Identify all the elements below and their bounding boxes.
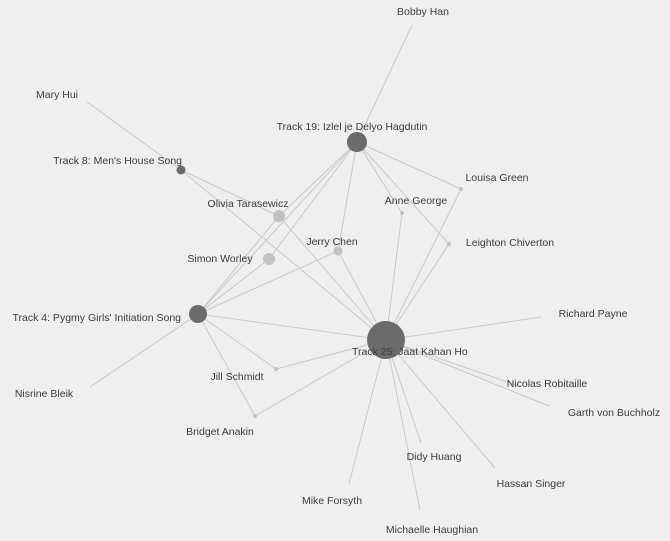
node-label-leighton: Leighton Chiverton: [466, 237, 554, 249]
edge-track19-simon: [268, 141, 358, 260]
edge-track25-bridget: [254, 339, 387, 417]
node-leighton[interactable]: [447, 242, 451, 246]
edge-track4-jill: [197, 313, 277, 370]
edge-track25-garth: [385, 339, 550, 407]
node-label-nisrine: Nisrine Bleik: [15, 388, 74, 400]
node-label-mary: Mary Hui: [36, 89, 78, 101]
edge-track19-anne: [356, 141, 403, 214]
edge-track4-bridget: [197, 313, 256, 417]
edge-track19-bobby: [356, 24, 413, 143]
node-label-jill: Jill Schmidt: [210, 371, 263, 383]
node-label-track25: Track 25: Jaat Kahan Ho: [352, 346, 468, 358]
node-label-track4: Track 4: Pygmy Girls' Initiation Song: [12, 312, 181, 324]
edge-track25-richard: [385, 316, 542, 341]
node-label-anne: Anne George: [385, 195, 448, 207]
node-layer: [176, 132, 463, 418]
edge-track19-jerry: [337, 141, 358, 252]
node-label-richard: Richard Payne: [559, 308, 628, 320]
edge-track25-olivia: [278, 215, 387, 341]
node-label-simon: Simon Worley: [187, 253, 253, 265]
node-bridget[interactable]: [253, 414, 257, 418]
node-jill[interactable]: [274, 367, 278, 371]
node-label-track8: Track 8: Men's House Song: [53, 155, 182, 167]
node-label-michaelle: Michaelle Haughian: [386, 524, 478, 536]
edge-track19-leighton: [356, 141, 450, 245]
edge-track4-nisrine: [89, 313, 199, 388]
edge-track19-louisa: [356, 141, 462, 190]
edge-track25-nicolas: [385, 339, 520, 387]
node-track19[interactable]: [347, 132, 367, 152]
node-jerry[interactable]: [333, 246, 343, 256]
label-layer: Track 25: Jaat Kahan Ho Track 19: Izlel j…: [12, 6, 660, 536]
node-label-olivia: Olivia Tarasewicz: [208, 198, 289, 210]
node-track8[interactable]: [176, 165, 186, 175]
edge-track8-mary: [86, 101, 182, 171]
edge-track4-olivia: [197, 215, 280, 315]
node-label-didy: Didy Huang: [407, 451, 462, 463]
node-anne[interactable]: [400, 211, 404, 215]
edge-track25-hassan: [385, 339, 496, 469]
node-label-bobby: Bobby Han: [397, 6, 449, 18]
edge-track8-track25: [180, 169, 387, 341]
node-label-mike: Mike Forsyth: [302, 495, 362, 507]
node-louisa[interactable]: [459, 187, 463, 191]
node-label-track19: Track 19: Izlel je Delyo Hagdutin: [277, 121, 428, 133]
node-track4[interactable]: [189, 305, 207, 323]
edge-track19-olivia: [278, 141, 358, 217]
edge-track4-simon: [197, 258, 270, 315]
node-simon[interactable]: [263, 253, 275, 265]
edge-layer: [86, 24, 550, 511]
edge-track25-mike: [348, 339, 387, 485]
node-label-bridget: Bridget Anakin: [186, 426, 254, 438]
edge-track25-michaelle: [385, 339, 421, 511]
node-label-louisa: Louisa Green: [465, 172, 528, 184]
node-label-jerry: Jerry Chen: [306, 236, 358, 248]
edge-track25-leighton: [385, 243, 450, 341]
node-label-garth: Garth von Buchholz: [568, 407, 660, 419]
node-label-hassan: Hassan Singer: [497, 478, 566, 490]
edge-track8-olivia: [180, 169, 280, 217]
edge-track25-louisa: [385, 188, 462, 341]
edge-track19-track4: [197, 141, 358, 315]
node-olivia[interactable]: [273, 210, 285, 222]
node-label-nicolas: Nicolas Robitaille: [507, 378, 588, 390]
edge-track4-jerry: [197, 250, 339, 315]
edge-track4-track25: [197, 313, 387, 341]
edge-track25-anne: [385, 212, 403, 341]
node-track25[interactable]: [367, 321, 405, 359]
